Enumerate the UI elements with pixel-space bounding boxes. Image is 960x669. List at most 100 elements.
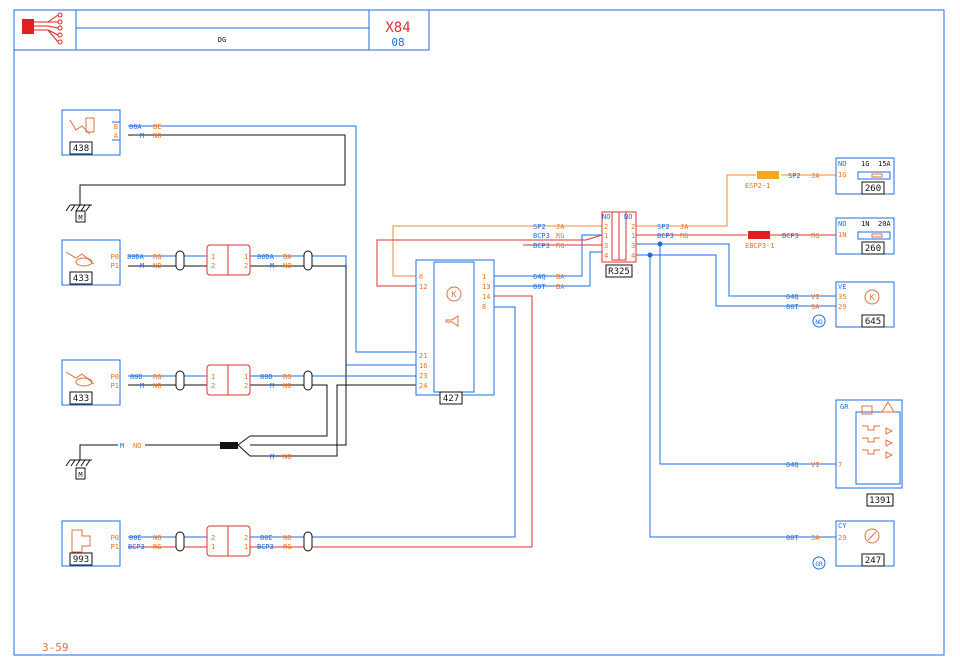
component-number: 438	[73, 144, 89, 154]
svg-text:1: 1	[211, 253, 215, 261]
svg-text:7: 7	[838, 461, 842, 469]
wire-label: SP2	[657, 223, 670, 231]
wire-label: BCP3	[533, 242, 550, 250]
svg-text:2: 2	[211, 262, 215, 270]
wire-label: 80DA	[257, 253, 275, 261]
wire-label: M	[140, 132, 144, 140]
component-427: K 427 6 12 21 16 23 24 1 13 14 8	[415, 259, 495, 405]
page-frame	[13, 9, 945, 656]
logo-icon	[22, 12, 63, 45]
svg-text:14: 14	[482, 293, 490, 301]
wire-color: BA	[283, 253, 292, 261]
wire-color: NO	[153, 262, 161, 270]
wire-label: BCP3	[533, 232, 550, 240]
component-number: 433	[73, 394, 89, 404]
svg-text:1: 1	[211, 543, 215, 551]
svg-text:VE: VE	[838, 283, 846, 291]
fuse-esp2-label: ESP2-1	[745, 182, 770, 190]
component-645: K VE 35 29 645	[835, 281, 895, 328]
svg-text:GR: GR	[840, 403, 849, 411]
speedometer-icon	[446, 286, 462, 302]
wire-color: RG	[153, 253, 161, 261]
wire-label: 80E	[260, 534, 273, 542]
wires	[79, 125, 836, 548]
svg-text:1: 1	[244, 373, 248, 381]
fuse-ebcp3-label: EBCP3-1	[745, 242, 775, 250]
wire-label: SP2	[788, 172, 801, 180]
svg-text:15A: 15A	[878, 160, 891, 168]
svg-text:1: 1	[244, 253, 248, 261]
wire-label: M	[270, 382, 274, 390]
svg-text:35: 35	[838, 293, 846, 301]
title-block: DG X84 08	[13, 9, 430, 51]
svg-text:NO: NO	[838, 220, 846, 228]
svg-text:1: 1	[482, 273, 486, 281]
wire-color: RG	[283, 543, 291, 551]
svg-text:1G: 1G	[861, 160, 869, 168]
fuse-ebcp3	[748, 231, 770, 239]
svg-text:2: 2	[244, 382, 248, 390]
svg-text:NO: NO	[815, 319, 823, 326]
svg-text:13: 13	[482, 283, 490, 291]
wire-color: JA	[811, 172, 820, 180]
wire-label: 64Q	[533, 273, 546, 281]
svg-text:2: 2	[211, 382, 215, 390]
svg-text:29: 29	[838, 303, 846, 311]
wire-label: M	[270, 453, 274, 461]
svg-text:2: 2	[244, 262, 248, 270]
pin-label: A	[114, 132, 119, 140]
wire-color: RG	[680, 232, 688, 240]
badge-no: NO	[812, 314, 826, 328]
wire-label: BCP3	[128, 543, 145, 551]
component-number: 260	[865, 244, 881, 254]
svg-text:K: K	[870, 293, 875, 302]
wire-label: 80DA	[127, 253, 145, 261]
junction-dot	[657, 241, 663, 247]
fuse-esp2	[757, 171, 779, 179]
svg-text:16: 16	[419, 362, 427, 370]
wire-label: 80A	[129, 123, 142, 131]
svg-text:NO: NO	[602, 213, 610, 221]
wire-color: VI	[811, 293, 819, 301]
pin-label: P1	[111, 543, 119, 551]
junction-dot	[647, 252, 653, 258]
wire-label: 80D	[130, 373, 143, 381]
svg-text:NO: NO	[838, 160, 846, 168]
wire-color: NO	[153, 534, 161, 542]
svg-text:1: 1	[631, 232, 635, 240]
svg-text:2: 2	[604, 223, 608, 231]
wire-color: SA	[811, 303, 820, 311]
wire-label: SP2	[533, 223, 546, 231]
ground-symbol: M	[65, 204, 92, 223]
svg-text:GR: GR	[815, 561, 823, 568]
svg-text:1: 1	[211, 373, 215, 381]
wire-color: NO	[283, 262, 291, 270]
inline-plugs	[175, 250, 313, 552]
svg-text:1: 1	[244, 543, 248, 551]
revision-number: 08	[391, 36, 404, 49]
wire-color: JA	[556, 223, 565, 231]
page-number: 3-59	[42, 641, 69, 654]
splice-connector	[220, 442, 238, 449]
svg-text:3: 3	[604, 242, 608, 250]
ground-symbol: M	[65, 459, 92, 480]
speedometer-icon	[864, 289, 880, 305]
component-1391: GR 7 1391	[835, 399, 903, 507]
component-number: 1391	[869, 496, 891, 506]
wire-color: NO	[153, 132, 161, 140]
fuse-icon	[871, 233, 883, 238]
sensor-icon	[69, 117, 95, 135]
connector-b: 1 2 1 2	[206, 364, 251, 396]
pin-label: P0	[111, 534, 119, 542]
component-433-a: 433 P0 P1	[61, 239, 121, 286]
component-247: CY 29 247	[835, 520, 895, 567]
wire-color: JA	[680, 223, 689, 231]
badge-gr: GR	[812, 556, 826, 570]
connector-a: 1 2 1 2	[206, 244, 251, 276]
svg-text:1N: 1N	[861, 220, 869, 228]
svg-text:2: 2	[244, 534, 248, 542]
wire-label: 80T	[786, 534, 799, 542]
wire-label: 80T	[786, 303, 799, 311]
wire-color: RG	[153, 373, 161, 381]
svg-text:29: 29	[838, 534, 846, 542]
